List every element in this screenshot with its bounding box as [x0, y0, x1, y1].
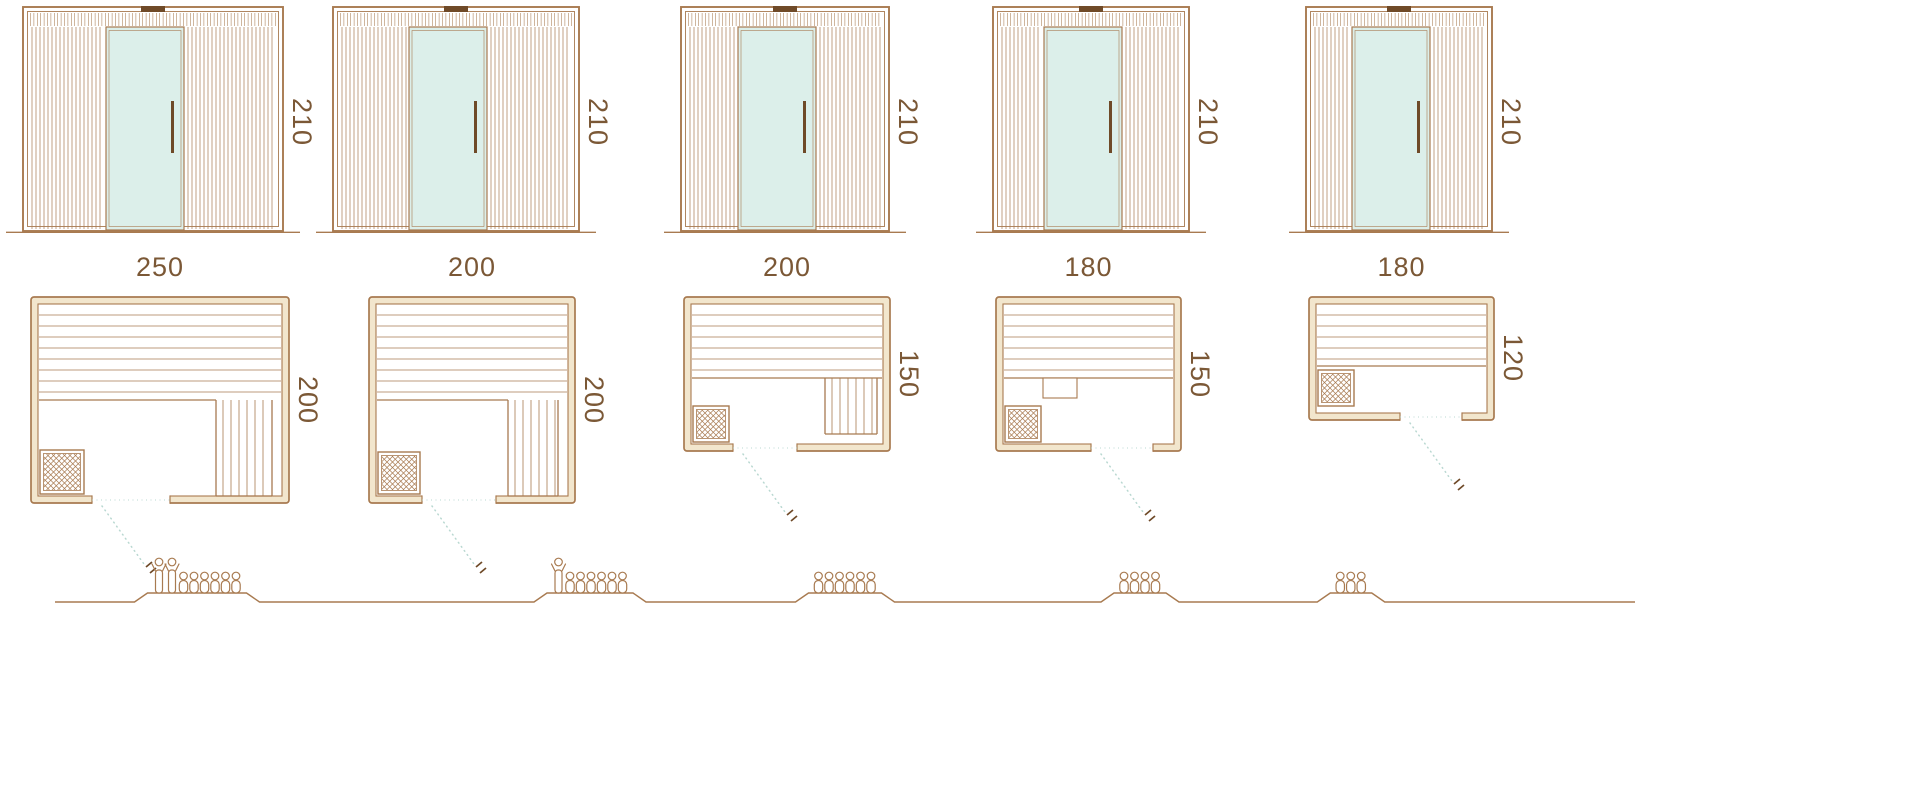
plan-svg	[368, 296, 576, 574]
front-elevation-drawing	[316, 6, 596, 234]
height-dimension-label: 210	[583, 98, 613, 147]
floor-plan-drawing	[1308, 296, 1495, 491]
elevation-svg	[1289, 6, 1509, 234]
heater-hatch	[382, 456, 416, 490]
width-dimension-label: 200	[762, 252, 812, 282]
heater-hatch	[1322, 374, 1350, 402]
elevation-svg	[664, 6, 906, 234]
depth-dimension-label: 150	[894, 350, 924, 399]
floor-plan-drawing	[368, 296, 576, 574]
capacity-group-5	[1335, 571, 1367, 594]
width-dimension-label: 250	[135, 252, 185, 282]
depth-dimension-label: 200	[579, 376, 609, 425]
width-dimension-label: 180	[1377, 252, 1426, 282]
height-dimension-label: 210	[287, 98, 317, 147]
capacity-figures-strip	[0, 538, 1920, 638]
plan-svg	[1308, 296, 1495, 491]
front-elevation-drawing	[6, 6, 300, 234]
floor-plan-drawing	[683, 296, 891, 522]
plan-svg	[995, 296, 1182, 522]
heater-hatch	[697, 410, 725, 438]
width-dimension-label: 180	[1064, 252, 1113, 282]
capacity-group-1	[151, 557, 241, 594]
depth-dimension-label: 200	[293, 376, 323, 425]
front-elevation-drawing	[664, 6, 906, 234]
floor-plan-drawing	[30, 296, 290, 574]
floor-plan-drawing	[995, 296, 1182, 522]
heater-hatch	[1009, 410, 1037, 438]
capacity-group-3	[813, 571, 876, 594]
width-dimension-label: 200	[447, 252, 497, 282]
depth-dimension-label: 120	[1498, 334, 1528, 383]
elevation-svg	[976, 6, 1206, 234]
height-dimension-label: 210	[1193, 98, 1223, 147]
depth-dimension-label: 150	[1185, 350, 1215, 399]
plan-svg	[30, 296, 290, 574]
capacity-strip-svg	[55, 557, 1635, 603]
height-dimension-label: 210	[1496, 98, 1526, 147]
capacity-group-4	[1119, 571, 1161, 594]
heater-hatch	[44, 454, 80, 490]
front-elevation-drawing	[1289, 6, 1509, 234]
elevation-svg	[316, 6, 596, 234]
plan-svg	[683, 296, 891, 522]
elevation-svg	[6, 6, 300, 234]
front-elevation-drawing	[976, 6, 1206, 234]
capacity-group-2	[550, 557, 628, 594]
height-dimension-label: 210	[893, 98, 923, 147]
